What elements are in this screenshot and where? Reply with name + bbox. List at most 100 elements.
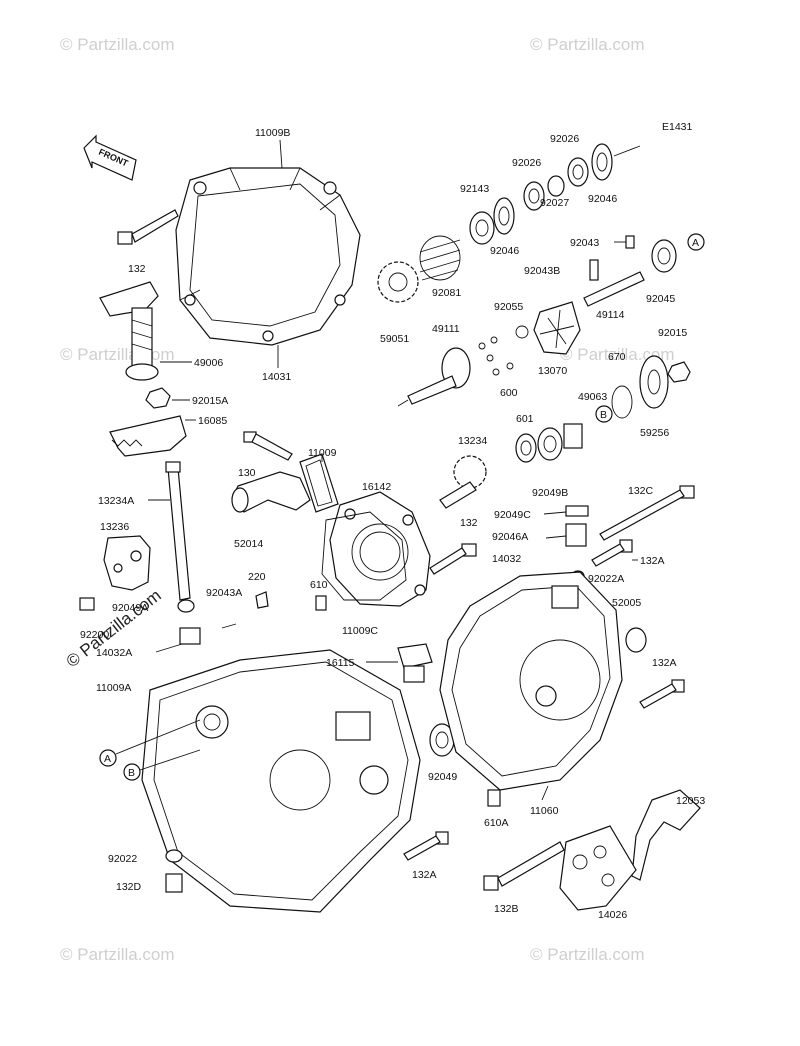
part-label-92027: 92027 [540, 197, 569, 209]
impeller-part [533, 301, 581, 355]
watermark-text: © Partzilla.com [60, 35, 175, 54]
nut-part [145, 387, 171, 409]
part-label-12053: 12053 [676, 795, 705, 807]
collar-part [563, 423, 583, 449]
dowel-pin-part [487, 789, 501, 807]
part-label-92015: 92015 [658, 327, 687, 339]
callout-b: B [123, 749, 201, 781]
bearing-part [537, 427, 563, 461]
part-label-92022A: 92022A [588, 573, 624, 585]
part-label-92043: 92043 [570, 237, 599, 249]
part-label-59256: 59256 [640, 427, 669, 439]
part-label-13070: 13070 [538, 365, 567, 377]
bracket-part [631, 789, 701, 881]
part-label-11009A: 11009A [96, 682, 131, 694]
part-label-92049: 92049 [428, 771, 457, 783]
watermark-text: © Partzilla.com [60, 345, 175, 364]
clutch-cover-part [175, 167, 361, 346]
bolt-part [639, 679, 685, 709]
part-label-220: 220 [248, 571, 266, 583]
thrust-bearing-part [591, 143, 613, 181]
bearing-part [469, 211, 495, 245]
part-label-132B: 132B [494, 903, 519, 915]
part-label-49006: 49006 [194, 357, 223, 369]
watermark-text: © Partzilla.com [560, 345, 675, 364]
part-label-14032A: 14032A [96, 647, 132, 659]
front-arrow-icon: FRONT [83, 134, 137, 181]
part-label-92043B: 92043B [524, 265, 560, 277]
part-label-14032: 14032 [492, 553, 521, 565]
dowel-pin-part [315, 595, 327, 611]
callout-b: B [595, 405, 613, 423]
part-label-16115: 16115 [326, 657, 355, 669]
part-label-132-mid: 132 [460, 517, 478, 529]
part-label-132C: 132C [628, 485, 654, 497]
o-ring-part [515, 325, 529, 339]
oil-seal-part [177, 599, 195, 613]
part-label-92200: 92200 [80, 629, 109, 641]
part-label-132D: 132D [116, 881, 142, 893]
bolt-part [403, 831, 449, 861]
part-label-92045: 92045 [646, 293, 675, 305]
bolt-part [599, 485, 695, 541]
part-label-11009: 11009 [308, 447, 337, 459]
part-label-14026: 14026 [598, 909, 627, 921]
leader-line [543, 511, 567, 515]
part-label-92046-a: 92046 [588, 193, 617, 205]
leader-line [155, 643, 183, 653]
leader-line [541, 785, 549, 801]
guide-part [103, 535, 151, 591]
o-ring-part [611, 385, 633, 419]
filler-cap-part [397, 643, 433, 683]
washer-part [523, 181, 545, 211]
part-label-11009B: 11009B [255, 127, 290, 139]
screw-part [255, 591, 269, 609]
clutch-housing-cover-part [439, 571, 623, 791]
part-label-92022: 92022 [108, 853, 137, 865]
bolt-part [591, 539, 633, 567]
part-label-14031: 14031 [262, 371, 291, 383]
oil-seal-part [625, 627, 647, 653]
leader-line [545, 535, 567, 539]
part-label-13234A: 13234A [98, 495, 134, 507]
kick-lever-part [99, 281, 159, 381]
watermark-text: © Partzilla.com [530, 35, 645, 54]
part-label-132A-bottom: 132A [412, 869, 437, 881]
callout-a: A [99, 719, 201, 767]
crankcase-cover-part [141, 649, 421, 913]
washer-part [165, 849, 183, 863]
pin-part [625, 235, 635, 249]
kick-ratchet-part [109, 415, 187, 457]
bolt-part [429, 543, 477, 575]
part-label-92081: 92081 [432, 287, 461, 299]
watermark-text: © Partzilla.com [530, 945, 645, 964]
part-label-92043A: 92043A [206, 587, 242, 599]
part-label-49063: 49063 [578, 391, 607, 403]
part-label-59051: 59051 [380, 333, 409, 345]
part-label-92026-b: 92026 [512, 157, 541, 169]
shaft-part [583, 271, 645, 307]
part-label-13234: 13234 [458, 435, 487, 447]
part-label-601: 601 [516, 413, 534, 425]
spring-part [419, 235, 461, 281]
leader-line [279, 139, 283, 169]
steel-ball-part [478, 336, 514, 376]
washer-part [565, 505, 589, 517]
part-label-92049C: 92049C [494, 509, 531, 521]
part-label-52014: 52014 [234, 538, 263, 550]
guide-plate-part [559, 825, 637, 911]
bearing-part [515, 433, 537, 463]
part-label-92046A: 92046A [492, 531, 528, 543]
part-label-610A: 610A [484, 817, 509, 829]
part-label-132A-a: 132A [640, 555, 665, 567]
bolt-part [243, 431, 293, 461]
kick-gear-shaft-part [439, 455, 487, 509]
drain-plug-part [79, 597, 95, 611]
part-label-610: 610 [310, 579, 328, 591]
part-label-92049A: 92049A [112, 602, 148, 614]
impeller-gear-part [639, 355, 669, 409]
part-label-92055: 92055 [494, 301, 523, 313]
kick-shaft-part [165, 461, 191, 601]
nut-part [667, 361, 691, 383]
